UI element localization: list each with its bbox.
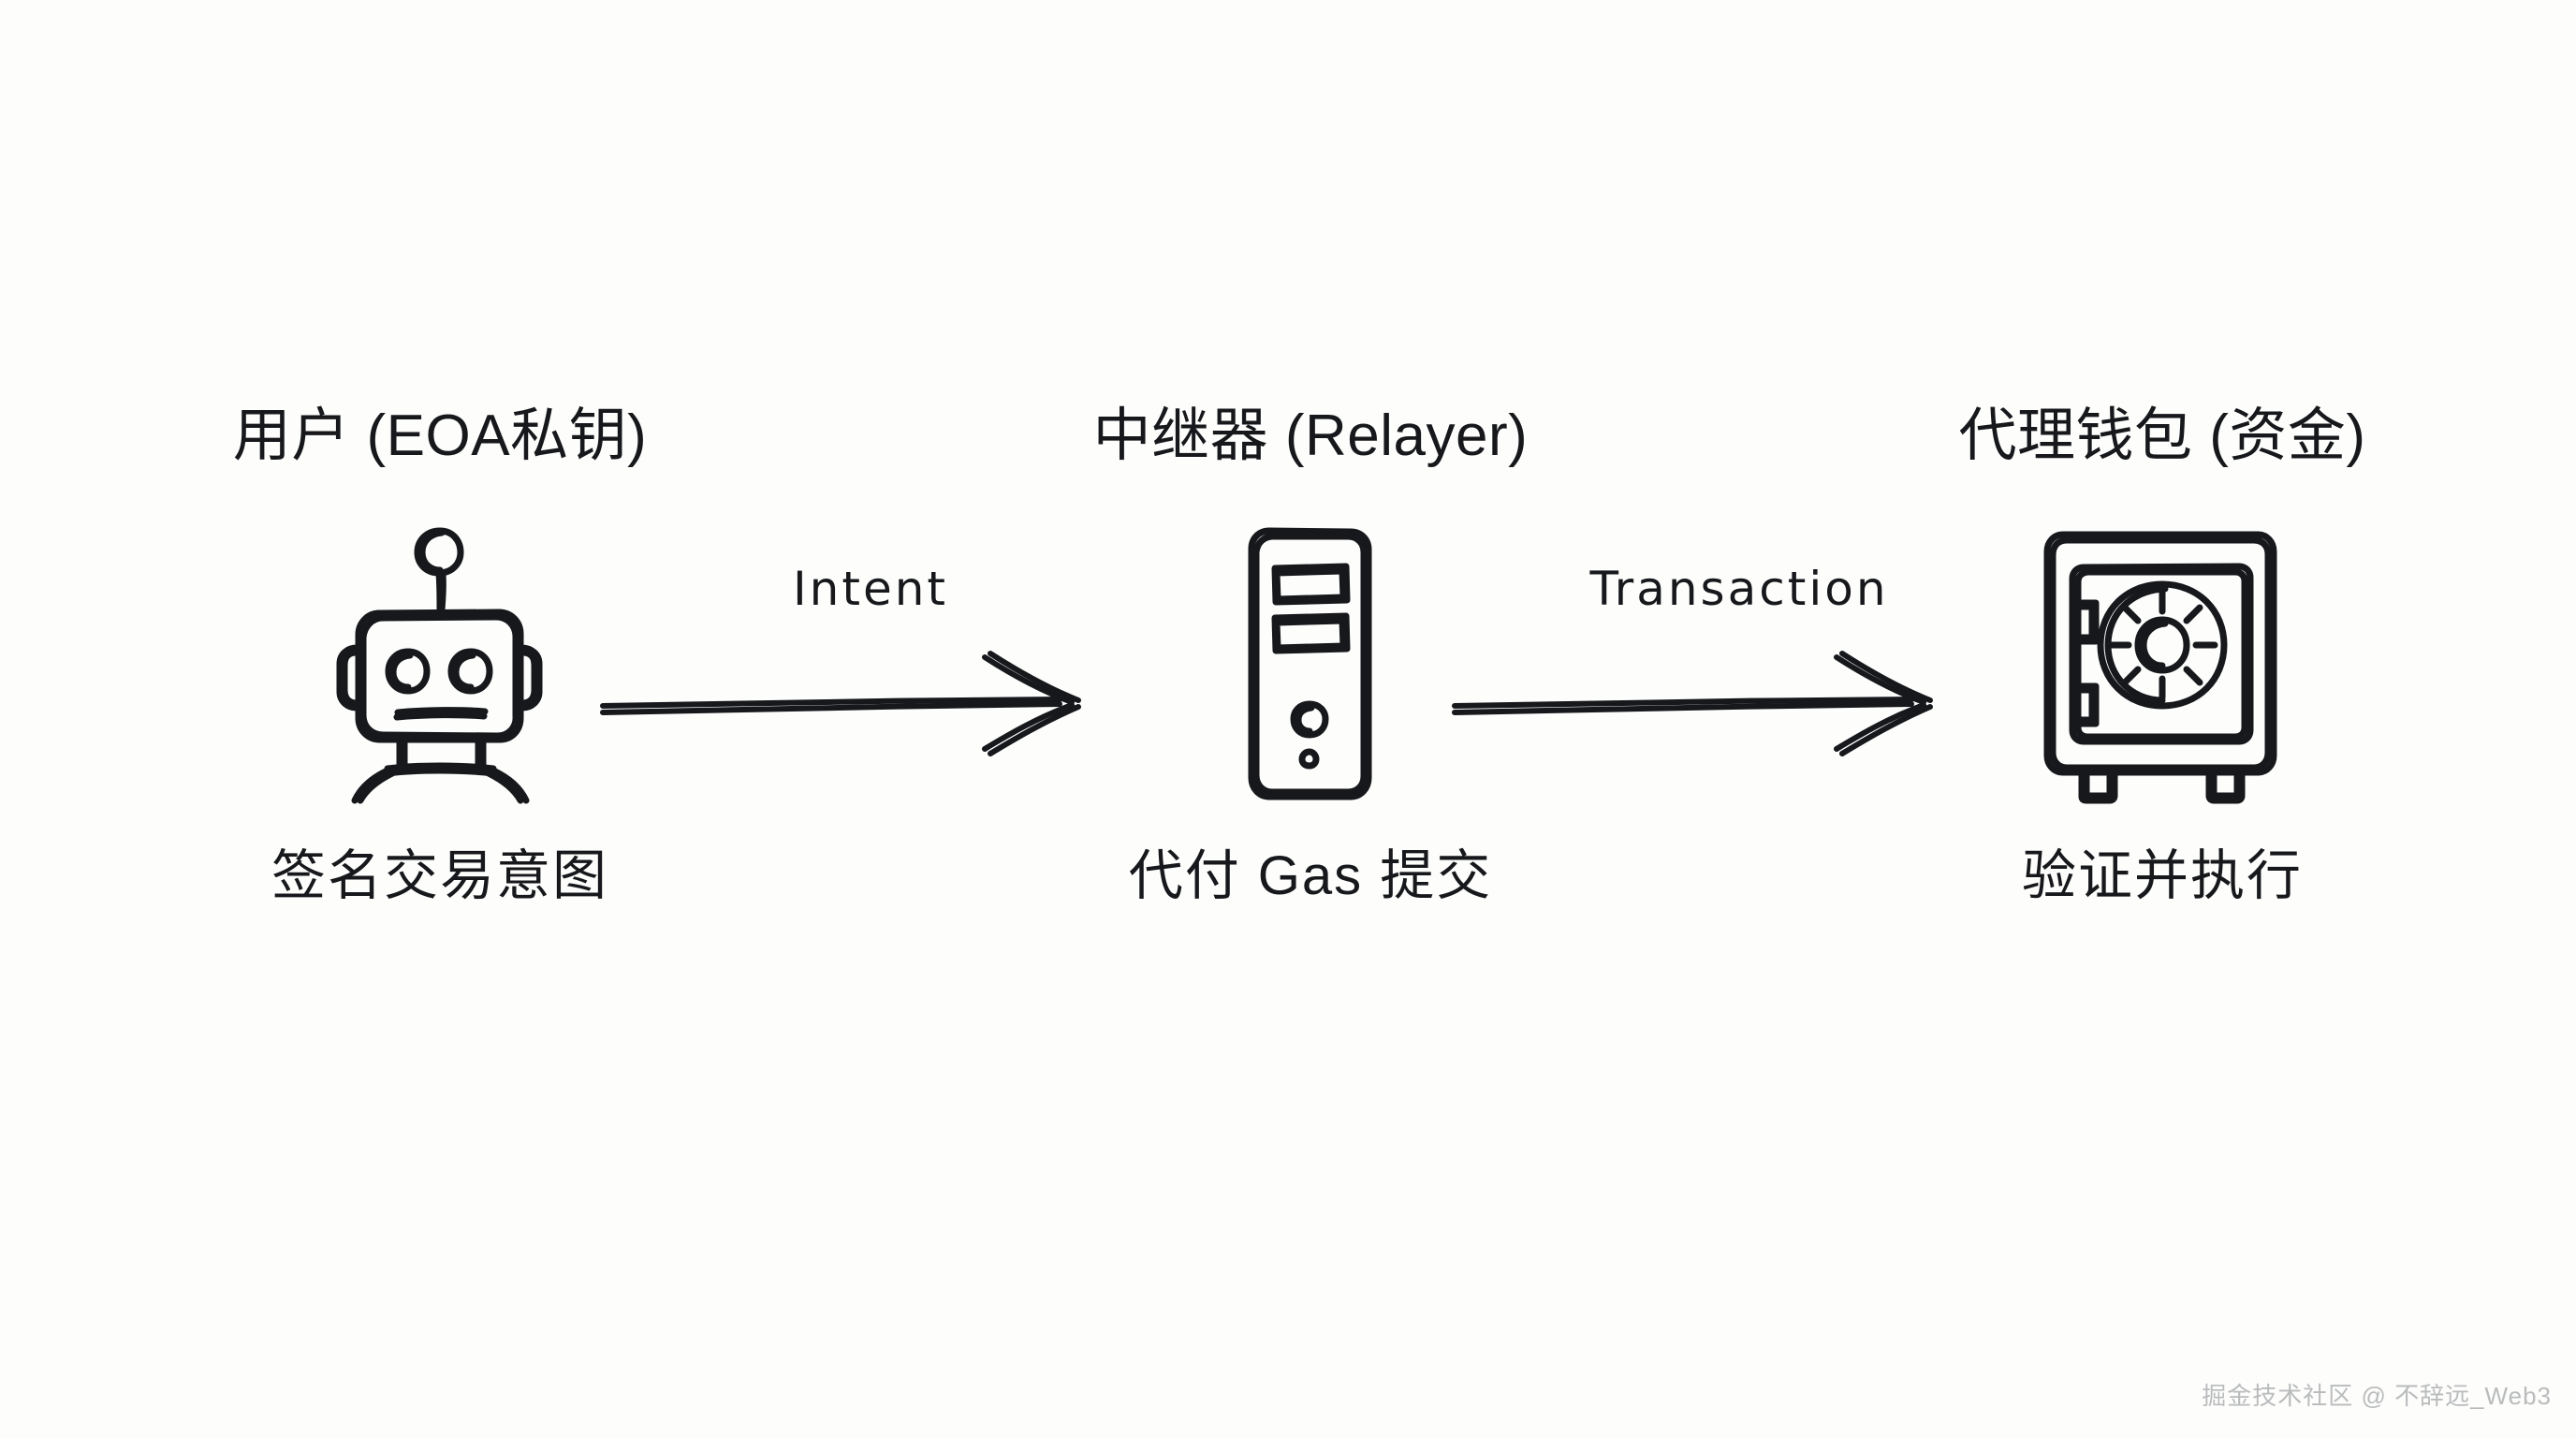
server-tower-icon (1245, 523, 1376, 804)
edge-intent: Intent (599, 562, 1123, 777)
node-relayer-title: 中继器 (Relayer) (1092, 404, 1529, 468)
node-user-caption: 签名交易意图 (271, 845, 608, 907)
robot-icon (314, 523, 566, 804)
node-user-title: 用户 (EOA私钥) (232, 404, 648, 468)
edge-intent-label: Intent (792, 562, 949, 616)
safe-vault-icon (2041, 523, 2284, 804)
node-wallet-caption: 验证并执行 (2021, 845, 2303, 907)
node-wallet: 代理钱包 (资金) (1872, 403, 2452, 909)
edge-transaction: Transaction (1451, 562, 1975, 777)
edge-transaction-label: Transaction (1589, 562, 1889, 616)
watermark: 掘金技术社区 @ 不辞远_Web3 (2202, 1382, 2552, 1410)
arrow-right-icon (1451, 651, 1975, 764)
node-relayer-caption: 代付 Gas 提交 (1128, 845, 1493, 907)
node-user: 用户 (EOA私钥) (150, 403, 730, 909)
node-user-icon-slot (150, 514, 730, 804)
node-relayer-icon-slot (1020, 514, 1601, 804)
node-wallet-icon-slot (1872, 514, 2452, 804)
node-relayer: 中继器 (Relayer) (1020, 403, 1601, 909)
arrow-right-icon (599, 651, 1123, 764)
node-wallet-title: 代理钱包 (资金) (1958, 404, 2366, 468)
